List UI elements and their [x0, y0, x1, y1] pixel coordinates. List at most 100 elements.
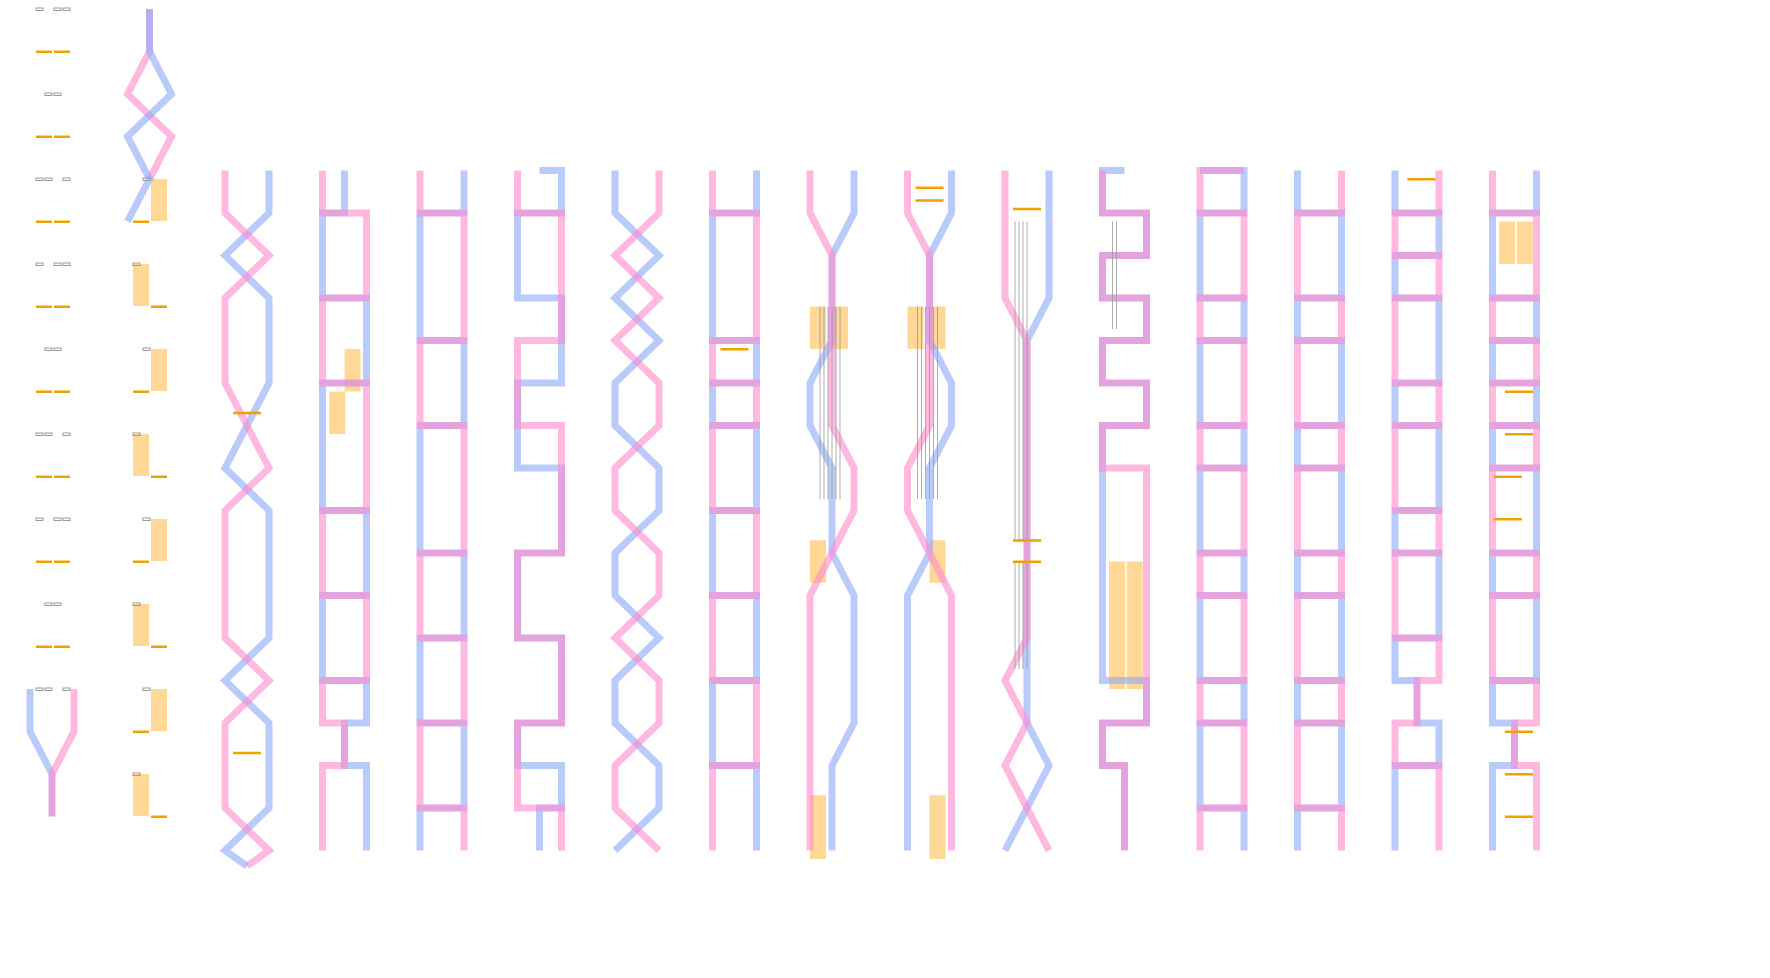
gray-box-marker: [44, 177, 53, 181]
orange-bar-marker: [1504, 773, 1533, 776]
orange-bar-marker: [1493, 518, 1522, 521]
gray-box-marker: [53, 7, 62, 11]
orange-bar-marker: [233, 411, 261, 415]
gray-box-marker: [35, 177, 44, 181]
gray-box-marker: [142, 517, 151, 521]
orange-fill-block: [151, 179, 167, 221]
gray-box-marker: [62, 262, 71, 266]
orange-bar-marker: [151, 305, 167, 308]
strands: [26, 9, 1540, 869]
orange-fill-block: [151, 349, 167, 391]
orange-bar-marker: [36, 220, 52, 223]
orange-fill-block: [810, 306, 826, 349]
highlight-blocks: [133, 179, 1533, 859]
markers: [35, 7, 1533, 818]
orange-bar-marker: [1013, 207, 1041, 211]
gray-box-marker: [62, 517, 71, 521]
orange-bar-marker: [54, 390, 70, 393]
orange-fill-block: [151, 689, 167, 731]
pink-strand: [609, 170, 665, 854]
orange-bar-marker: [151, 645, 167, 648]
blue-strand: [219, 170, 273, 869]
blue-strand: [1099, 167, 1150, 851]
pink-strand: [416, 170, 468, 851]
gray-box-marker: [35, 262, 44, 266]
orange-bar-marker: [233, 751, 261, 755]
pink-strand: [1391, 170, 1443, 851]
gray-box-marker: [35, 7, 44, 11]
gray-box-marker: [132, 772, 141, 776]
orange-bar-marker: [54, 645, 70, 648]
pink-strand: [221, 170, 275, 869]
orange-bar-marker: [1493, 475, 1522, 478]
orange-bar-marker: [36, 135, 52, 138]
orange-bar-marker: [133, 560, 149, 563]
orange-bar-marker: [36, 390, 52, 393]
orange-bar-marker: [36, 645, 52, 648]
orange-bar-marker: [133, 390, 149, 393]
blue-strand: [514, 167, 565, 851]
gray-box-marker: [35, 517, 44, 521]
orange-fill-block: [1499, 221, 1516, 264]
orange-fill-block: [133, 434, 149, 476]
pink-strand: [319, 170, 370, 851]
gray-box-marker: [53, 262, 62, 266]
gray-box-marker: [53, 347, 62, 351]
orange-bar-marker: [54, 135, 70, 138]
pink-strand: [904, 170, 955, 851]
gray-box-marker: [132, 602, 141, 606]
gray-box-marker: [53, 517, 62, 521]
gray-box-marker: [142, 687, 151, 691]
orange-bar-marker: [1504, 433, 1533, 436]
blue-strand: [609, 170, 665, 854]
orange-bar-marker: [1504, 390, 1533, 393]
blue-strand: [416, 170, 468, 851]
gray-box-marker: [53, 602, 62, 606]
orange-bar-marker: [36, 305, 52, 308]
orange-bar-marker: [1407, 178, 1436, 181]
orange-bar-marker: [1013, 560, 1041, 563]
pink-strand: [1489, 170, 1540, 851]
orange-bar-marker: [36, 560, 52, 563]
orange-fill-block: [1109, 561, 1126, 689]
pink-strand: [1294, 170, 1345, 851]
orange-bar-marker: [36, 50, 52, 53]
orange-fill-block: [329, 391, 346, 434]
pink-strand: [48, 689, 78, 817]
orange-bar-marker: [54, 50, 70, 53]
gray-box-marker: [44, 602, 53, 606]
pink-strand: [514, 170, 565, 851]
orange-bar-marker: [133, 220, 149, 223]
pink-strand: [709, 170, 760, 851]
orange-bar-marker: [54, 305, 70, 308]
blue-strand: [1196, 167, 1248, 851]
orange-bar-marker: [151, 475, 167, 478]
orange-bar-marker: [1504, 815, 1533, 818]
orange-bar-marker: [54, 220, 70, 223]
gray-box-marker: [142, 177, 151, 181]
gray-box-marker: [62, 7, 71, 11]
orange-bar-marker: [1504, 730, 1533, 733]
orange-fill-block: [907, 306, 924, 349]
orange-fill-block: [133, 604, 149, 646]
gray-box-marker: [62, 687, 71, 691]
gray-box-marker: [44, 432, 53, 436]
blue-strand: [1294, 170, 1345, 851]
orange-fill-block: [810, 795, 826, 859]
gray-box-marker: [132, 432, 141, 436]
orange-fill-block: [133, 264, 149, 306]
blue-strand: [123, 9, 176, 224]
orange-fill-block: [929, 795, 946, 859]
gray-box-marker: [62, 177, 71, 181]
orange-bar-marker: [133, 730, 149, 733]
orange-bar-marker: [915, 186, 944, 189]
gray-box-marker: [35, 687, 44, 691]
pink-strand: [1099, 170, 1150, 851]
pink-strand: [806, 170, 858, 851]
orange-bar-marker: [36, 475, 52, 478]
orange-fill-block: [1516, 221, 1533, 264]
gray-box-marker: [44, 347, 53, 351]
orange-bar-marker: [151, 815, 167, 818]
gray-box-marker: [62, 432, 71, 436]
